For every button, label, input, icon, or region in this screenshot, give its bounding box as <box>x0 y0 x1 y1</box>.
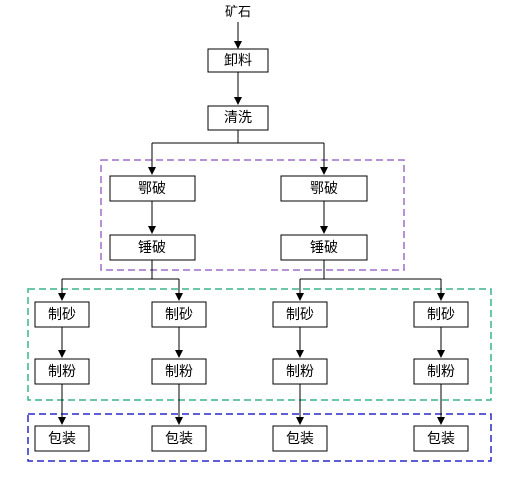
node-powder-4-box <box>413 358 469 385</box>
node-hammer-right-box <box>280 234 368 261</box>
node-pack-3-box <box>272 425 328 452</box>
node-jaw-right-box <box>280 175 368 202</box>
node-powder-1-box <box>34 358 90 385</box>
node-pack-3-label: 包装 <box>286 431 314 447</box>
node-pack-4-box <box>413 425 469 452</box>
group-sand-powder-box <box>27 288 492 401</box>
node-wash-box <box>207 105 269 131</box>
node-sand-3-box <box>272 301 328 328</box>
node-pack-2-box <box>151 425 207 452</box>
node-sand-4-label: 制砂 <box>427 307 455 323</box>
node-pack-2-label: 包装 <box>165 431 193 447</box>
node-unload-label: 卸料 <box>224 53 252 69</box>
node-powder-4-label: 制粉 <box>427 364 455 380</box>
node-hammer-right-label: 锤破 <box>310 240 338 256</box>
connectors <box>58 22 445 425</box>
node-powder-3-label: 制粉 <box>286 364 314 380</box>
node-powder-2-box <box>151 358 207 385</box>
node-sand-2-box <box>151 301 207 328</box>
node-powder-2-label: 制粉 <box>165 364 193 380</box>
node-powder-3-box <box>272 358 328 385</box>
node-sand-1-box <box>34 301 90 328</box>
node-jaw-left-box <box>109 175 196 202</box>
node-pack-4-label: 包装 <box>427 431 455 447</box>
node-hammer-left-box <box>109 234 196 261</box>
node-sand-4-box <box>413 301 469 328</box>
node-unload-box <box>207 48 269 73</box>
node-sand-3-label: 制砂 <box>286 307 314 323</box>
group-packaging-box <box>27 413 492 462</box>
node-pack-1-label: 包装 <box>48 431 76 447</box>
node-pack-1-box <box>34 425 90 452</box>
node-sand-2-label: 制砂 <box>165 307 193 323</box>
source-label: 矿石 <box>225 5 251 20</box>
node-powder-1-label: 制粉 <box>48 364 76 380</box>
node-wash-label: 清洗 <box>224 110 252 126</box>
node-jaw-left-label: 鄂破 <box>138 181 166 197</box>
node-sand-1-label: 制砂 <box>48 307 76 323</box>
group-crushing-box <box>100 159 405 271</box>
node-hammer-left-label: 锤破 <box>138 240 166 256</box>
node-jaw-right-label: 鄂破 <box>310 181 338 197</box>
